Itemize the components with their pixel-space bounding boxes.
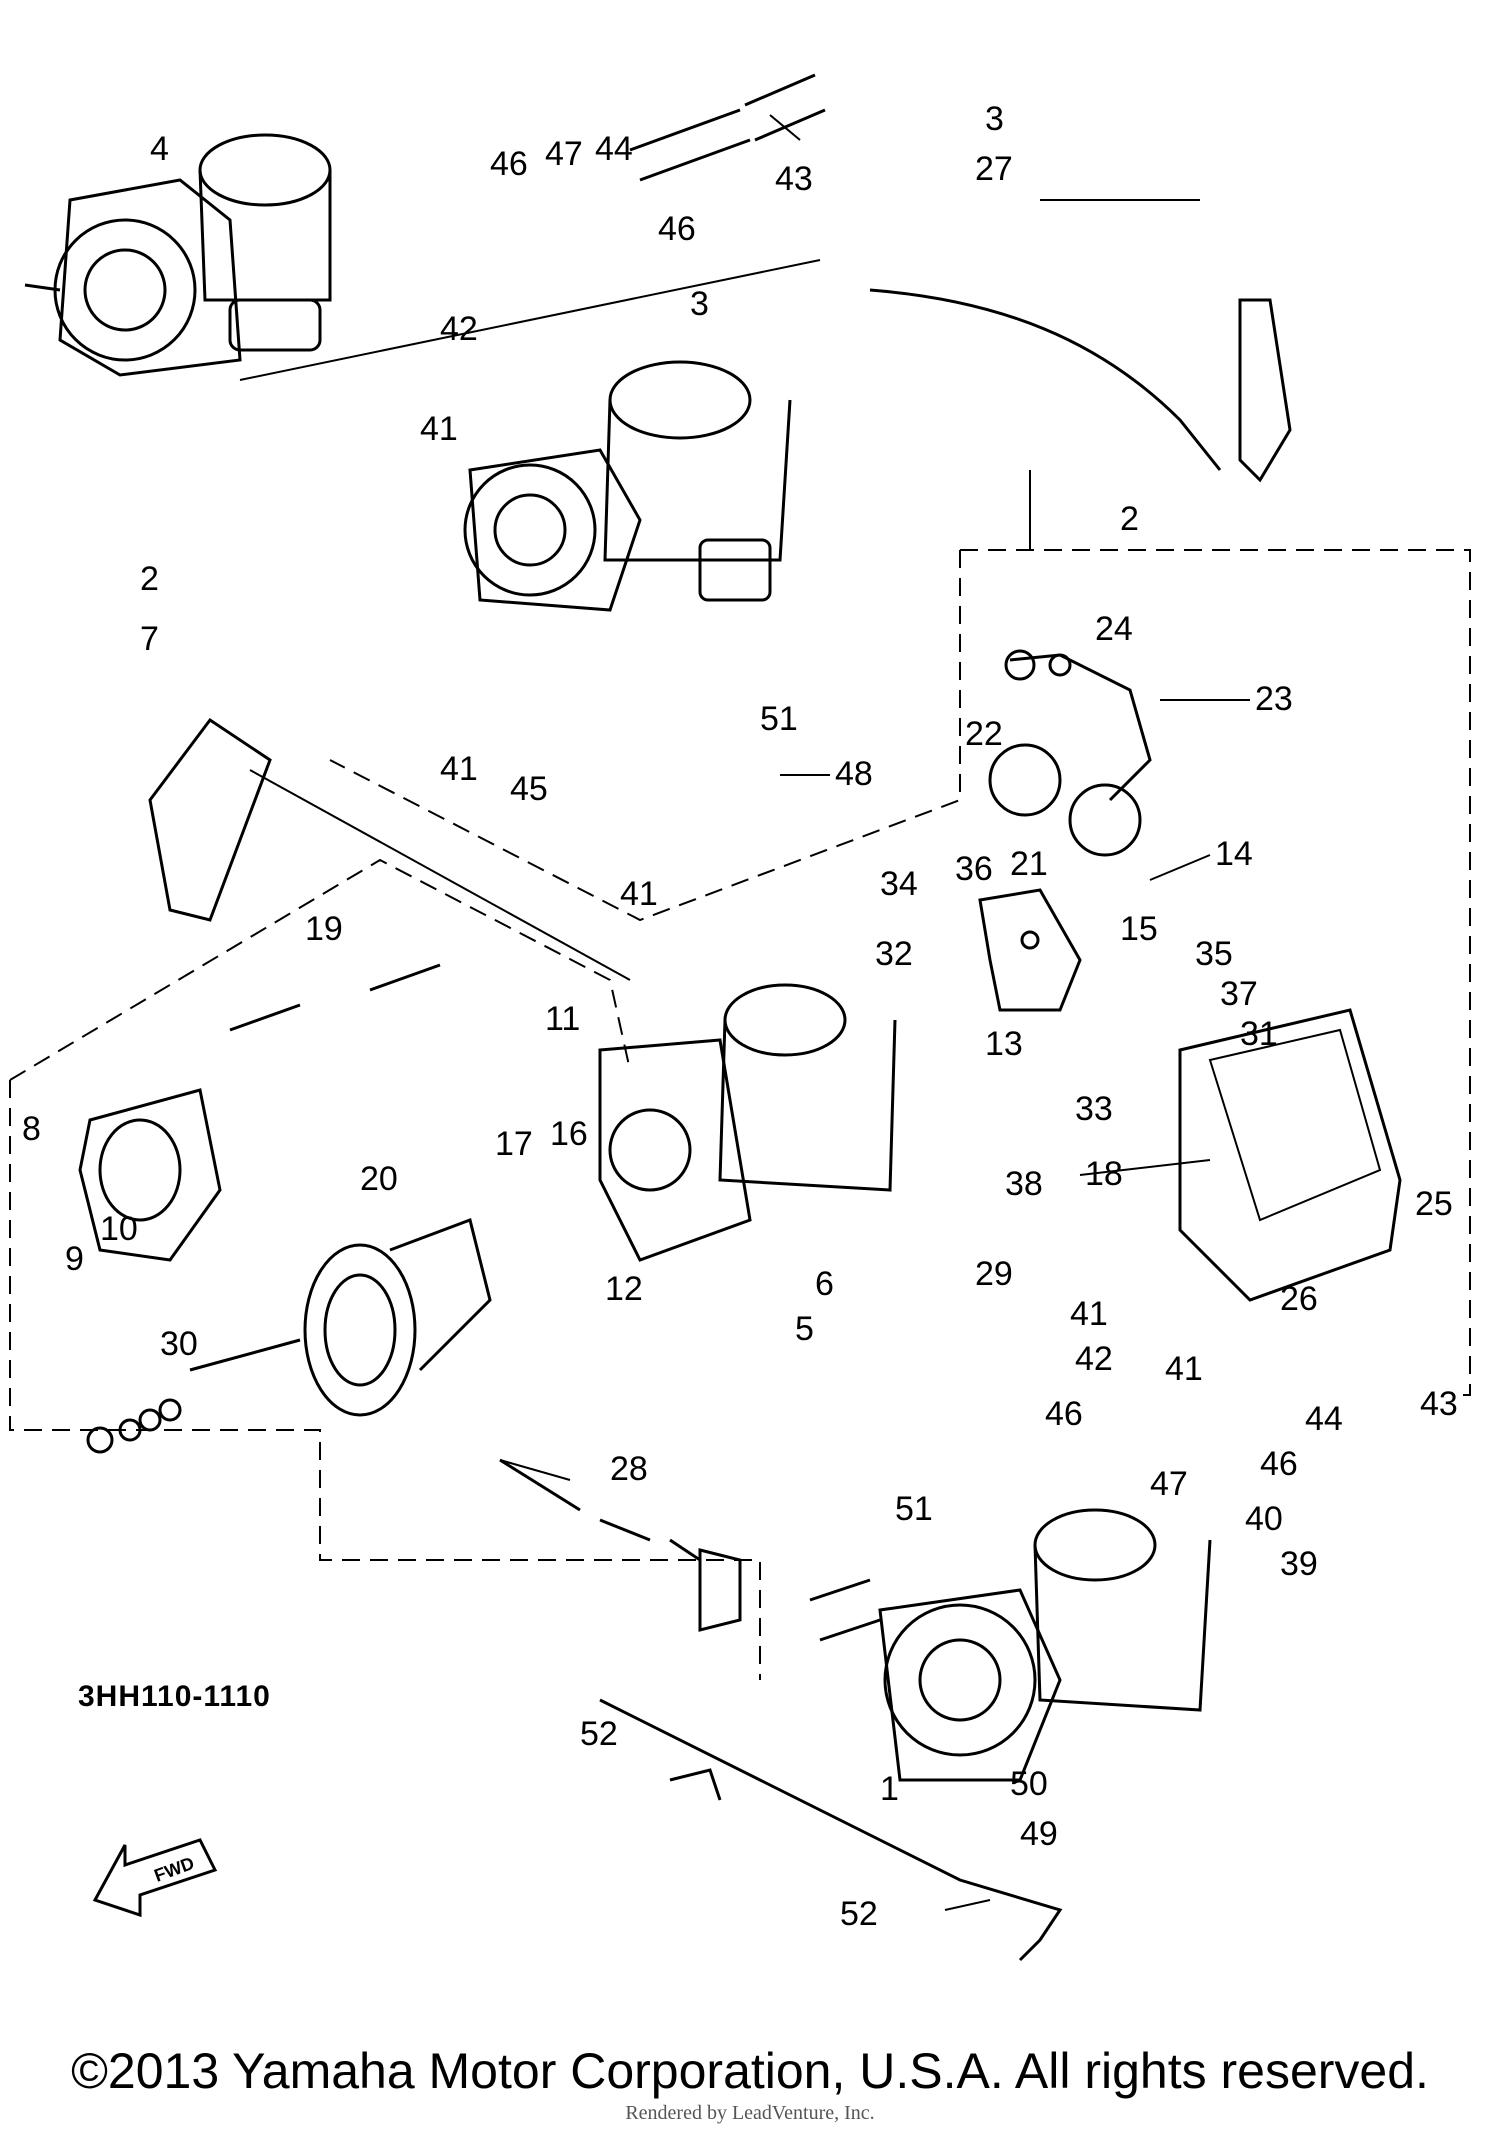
callout-46a: 46 — [490, 145, 528, 183]
rendered-by-text: Rendered by LeadVenture, Inc. — [625, 2102, 875, 2124]
callout-8: 8 — [22, 1110, 41, 1148]
throttle-cable-27-drawing — [869, 288, 1292, 483]
callout-7: 7 — [140, 620, 159, 658]
callout-24: 24 — [1095, 610, 1133, 648]
leader-lines — [499, 114, 1250, 1911]
callout-6: 6 — [815, 1265, 834, 1303]
callout-46b: 46 — [658, 210, 696, 248]
choke-parts-drawing — [988, 649, 1152, 857]
fuel-tube-43-drawing — [629, 73, 826, 182]
callout-27: 27 — [975, 150, 1013, 188]
callout-3a: 3 — [690, 285, 709, 323]
callout-46d: 46 — [1260, 1445, 1298, 1483]
callout-23: 23 — [1255, 680, 1293, 718]
jet-needle-30-drawing — [86, 1338, 301, 1454]
callout-51b: 51 — [895, 1490, 933, 1528]
callout-36: 36 — [955, 850, 993, 888]
callout-25: 25 — [1415, 1185, 1453, 1223]
callout-2a: 2 — [1120, 500, 1139, 538]
callout-13: 13 — [985, 1025, 1023, 1063]
callout-50: 50 — [1010, 1765, 1048, 1803]
piston-diaphragm-20-drawing — [303, 1218, 492, 1417]
copyright-text: ©2013 Yamaha Motor Corporation, U.S.A. A… — [71, 2043, 1429, 2099]
callout-37: 37 — [1220, 975, 1258, 1013]
callout-labels: 4 46 47 44 43 46 42 41 3 3 27 2 2 7 24 2… — [22, 100, 1458, 1933]
carburetor-3-drawing — [463, 360, 792, 612]
callout-52b: 52 — [840, 1895, 878, 1933]
carburetor-center-drawing — [598, 983, 897, 1262]
callout-4: 4 — [150, 130, 169, 168]
callout-35: 35 — [1195, 935, 1233, 973]
callout-15: 15 — [1120, 910, 1158, 948]
callout-52a: 52 — [580, 1715, 618, 1753]
callout-39: 39 — [1280, 1545, 1318, 1583]
bracket-7-drawing — [148, 717, 631, 981]
callout-44b: 44 — [1305, 1400, 1343, 1438]
callout-34: 34 — [880, 865, 918, 903]
callout-47b: 47 — [1150, 1465, 1188, 1503]
callout-41c: 41 — [620, 875, 658, 913]
throttle-screw-28-drawing — [499, 1458, 742, 1632]
callout-28: 28 — [610, 1450, 648, 1488]
float-bowl-18-drawing — [1178, 1008, 1402, 1302]
callout-22: 22 — [965, 715, 1003, 753]
callout-44a: 44 — [595, 130, 633, 168]
callout-41e: 41 — [1165, 1350, 1203, 1388]
callout-9: 9 — [65, 1240, 84, 1278]
carburetor-1-drawing — [809, 1508, 1212, 1782]
callout-43b: 43 — [1420, 1385, 1458, 1423]
callout-21: 21 — [1010, 845, 1048, 883]
callout-10: 10 — [100, 1210, 138, 1248]
bracket-36-drawing — [978, 888, 1082, 1012]
callout-5: 5 — [795, 1310, 814, 1348]
callout-12: 12 — [605, 1270, 643, 1308]
callout-42a: 42 — [440, 310, 478, 348]
callout-14: 14 — [1215, 835, 1253, 873]
diaphragm-group-dashed-outline — [9, 858, 761, 1680]
carburetor-4-drawing — [24, 133, 821, 381]
callout-43a: 43 — [775, 160, 813, 198]
choke-group-dashed-outline — [329, 549, 1471, 1396]
callout-40: 40 — [1245, 1500, 1283, 1538]
callout-29: 29 — [975, 1255, 1013, 1293]
callout-38: 38 — [1005, 1165, 1043, 1203]
callout-51a: 51 — [760, 700, 798, 738]
forward-arrow-icon: FWD — [92, 1838, 218, 1918]
callout-11: 11 — [545, 1000, 580, 1038]
callout-41d: 41 — [1070, 1295, 1108, 1333]
linkage-rod-52-drawing — [599, 1698, 1063, 1962]
callout-26: 26 — [1280, 1280, 1318, 1318]
callout-30: 30 — [160, 1325, 198, 1363]
callout-41a: 41 — [420, 410, 458, 448]
callout-41b: 41 — [440, 750, 478, 788]
callout-48: 48 — [835, 755, 873, 793]
callout-42b: 42 — [1075, 1340, 1113, 1378]
callout-20: 20 — [360, 1160, 398, 1198]
callout-1: 1 — [880, 1770, 899, 1808]
callout-19: 19 — [305, 910, 343, 948]
callout-47a: 47 — [545, 135, 583, 173]
callout-45: 45 — [510, 770, 548, 808]
callout-46c: 46 — [1045, 1395, 1083, 1433]
callout-3b: 3 — [985, 100, 1004, 138]
callout-49: 49 — [1020, 1815, 1058, 1853]
diagram-code: 3HH110-1110 — [78, 1680, 271, 1713]
callout-33: 33 — [1075, 1090, 1113, 1128]
callout-16: 16 — [550, 1115, 588, 1153]
top-cap-and-spring-drawing — [78, 963, 441, 1262]
callout-2b: 2 — [140, 560, 159, 598]
callout-31: 31 — [1240, 1015, 1278, 1053]
callout-32: 32 — [875, 935, 913, 973]
fwd-label: FWD — [152, 1853, 197, 1886]
callout-17: 17 — [495, 1125, 533, 1163]
